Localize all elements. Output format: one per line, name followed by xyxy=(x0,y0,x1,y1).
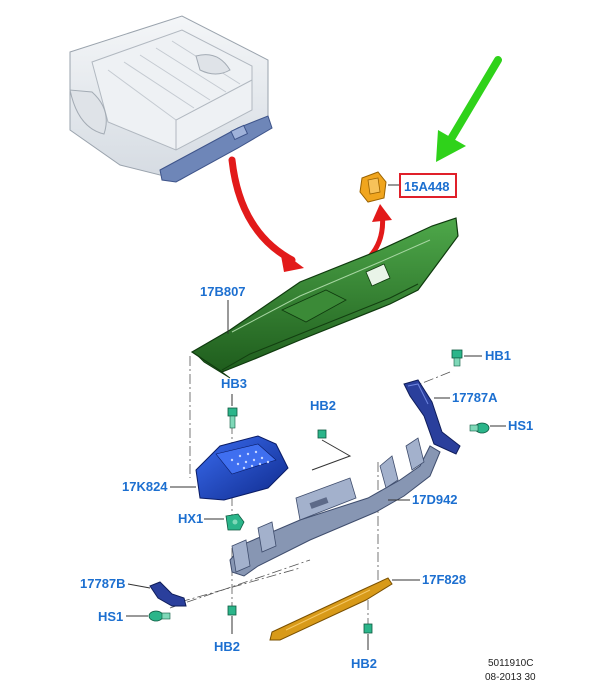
highlight-box xyxy=(399,173,457,198)
red-curved-arrow-icon xyxy=(228,156,304,272)
date-code: 08-2013 30 xyxy=(485,672,536,683)
alignment-lines xyxy=(169,356,451,628)
bolt-hb2-top-icon xyxy=(317,429,327,439)
support-bracket-17787a xyxy=(403,379,461,455)
bumper-bracket-17d942 xyxy=(229,437,441,577)
bolt-hb2-bottom-right-icon xyxy=(363,623,373,634)
figure-number: 5011910C xyxy=(488,658,533,669)
label-hs1-left: HS1 xyxy=(98,609,123,624)
leader-hb2-top xyxy=(311,439,352,471)
step-pad-17k824 xyxy=(195,435,289,501)
label-17k824: 17K824 xyxy=(122,479,168,494)
label-17787a: 17787A xyxy=(452,390,498,405)
label-hs1-right: HS1 xyxy=(508,418,533,433)
label-17787b: 17787B xyxy=(80,576,126,591)
label-hb3: HB3 xyxy=(221,376,247,391)
label-hb2-top: HB2 xyxy=(310,398,336,413)
label-17f828: 17F828 xyxy=(422,572,466,587)
bolt-hb3-icon xyxy=(227,407,238,429)
nut-hx1-icon xyxy=(225,513,245,531)
label-hb1: HB1 xyxy=(485,348,511,363)
label-hb2-bottom-right: HB2 xyxy=(351,656,377,671)
label-hb2-bottom-left: HB2 xyxy=(214,639,240,654)
screw-hs1-left-icon xyxy=(148,610,171,622)
bolt-hb1-icon xyxy=(451,349,463,367)
leader-17787b xyxy=(127,583,151,589)
scuff-strip-17f828 xyxy=(269,577,393,641)
screw-hs1-right-icon xyxy=(469,422,490,434)
label-15a448: 15A448 xyxy=(404,179,450,194)
truck-bed-icon xyxy=(69,15,273,183)
bolt-hb2-bottom-left-icon xyxy=(227,605,237,616)
support-bracket-17787b xyxy=(149,581,187,607)
part-15a448-icon xyxy=(359,171,387,203)
green-arrow-icon xyxy=(436,56,502,162)
rear-bumper-17b807 xyxy=(190,217,459,379)
label-17b807: 17B807 xyxy=(200,284,246,299)
label-17d942: 17D942 xyxy=(412,492,458,507)
label-hx1: HX1 xyxy=(178,511,203,526)
